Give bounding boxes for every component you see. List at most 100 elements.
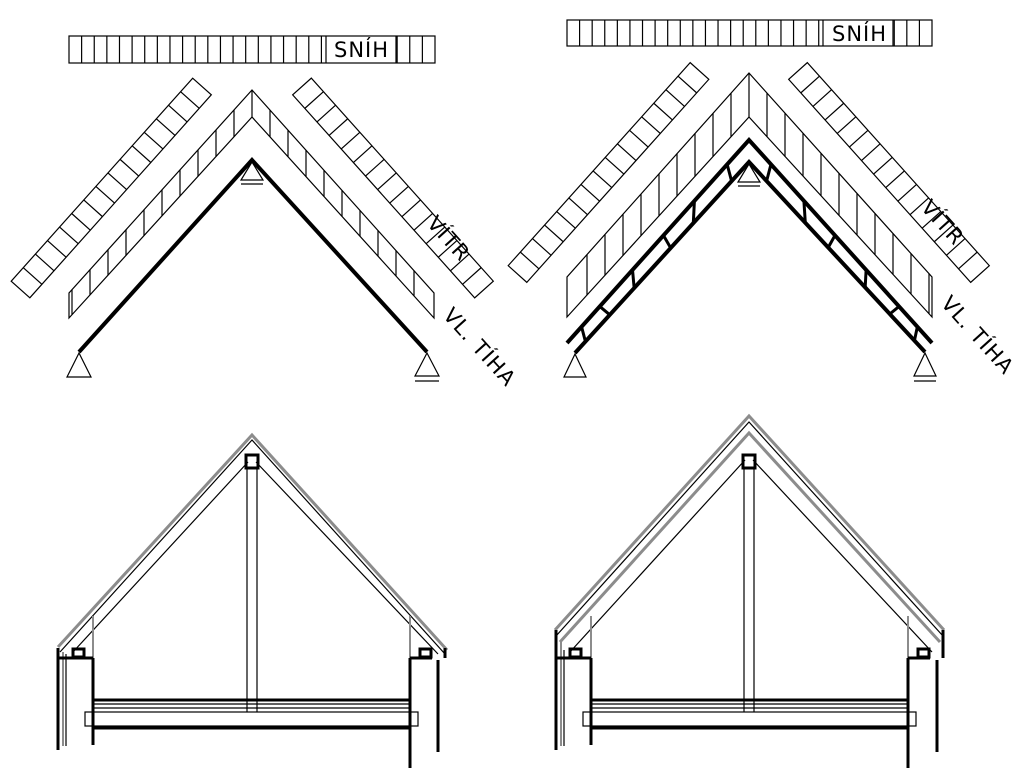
snow-bar-outline [566, 19, 933, 47]
truss-web-member [691, 200, 696, 224]
roller-support-right [414, 351, 440, 382]
wind-hatch-line [616, 143, 637, 161]
roof-cladding [553, 413, 946, 632]
self-weight-load-band [68, 89, 435, 320]
wind-hatch-line [180, 91, 200, 109]
rafter-beam [77, 157, 429, 354]
wind-hatch-line [401, 199, 421, 218]
truss-web-members [580, 163, 919, 342]
wind-hatch-line [437, 240, 458, 258]
wind-hatch-line [316, 104, 336, 123]
wind-load-bar-left [507, 61, 710, 284]
wind-label: VÍTR [422, 211, 475, 266]
wind-hatch-line [425, 226, 446, 245]
section-simple-rafter-roof [56, 432, 449, 768]
wind-hatch-line [59, 226, 79, 245]
wind-hatch-line [592, 170, 613, 189]
wind-hatch-line [131, 145, 152, 163]
wind-hatch-line [168, 104, 188, 123]
wind-bar-outline [787, 61, 991, 284]
wall-plate-left [568, 647, 583, 659]
wind-hatch-line [377, 172, 397, 191]
wind-hatch-line [848, 129, 869, 148]
snow-bar-outline [68, 35, 436, 64]
wind-hatch-line [352, 145, 373, 163]
wind-hatch-line [462, 267, 482, 285]
wind-load-bar-right [787, 61, 991, 284]
truss-top-chord [565, 137, 934, 345]
wind-hatch-line [665, 89, 685, 107]
pinned-support-left [563, 352, 587, 378]
wind-hatch-line [958, 251, 978, 270]
wall-plate-right [916, 647, 931, 659]
wall-plate-left [71, 647, 86, 659]
section-truss-rafter-roof [553, 413, 946, 768]
self-weight-band-outline [68, 89, 435, 320]
wind-hatch-line [836, 116, 857, 134]
wind-hatch-line [580, 184, 601, 202]
wind-bar-outline [291, 77, 495, 299]
wind-hatch-line [450, 253, 470, 272]
wind-hatch-line [800, 75, 820, 94]
rafter-top-edge [59, 439, 446, 655]
wind-hatch-line [83, 199, 103, 218]
roller-support-apex [239, 160, 265, 185]
wind-hatch-line [568, 197, 588, 216]
rafter-bottom-edge-left [72, 461, 249, 653]
rafter-bottom-edge-right [255, 461, 439, 655]
truss-top-edge [555, 421, 944, 637]
wind-hatch-line [604, 156, 625, 175]
wind-hatch-line [119, 158, 140, 177]
truss-web-member [580, 326, 587, 342]
snow-label: SNÍH [334, 37, 389, 62]
truss-web-member [662, 234, 672, 249]
wind-hatch-line [47, 240, 67, 258]
wind-hatch-line [71, 213, 91, 231]
snow-load-bar [566, 19, 933, 47]
self-weight-label: VL. TÍHA [438, 303, 521, 392]
wind-hatch-line [413, 213, 434, 231]
wind-hatch-line [544, 224, 564, 243]
wind-load-bar-right [291, 77, 495, 299]
wind-hatch-line [365, 158, 385, 177]
truss-web-member [802, 200, 807, 223]
truss-inner-chord [558, 430, 942, 644]
wind-hatch-line [861, 143, 881, 161]
wind-hatch-line [653, 102, 673, 121]
truss-bottom-edge-left [569, 459, 746, 653]
wind-hatch-line [143, 131, 164, 150]
wind-hatch-line [909, 197, 930, 216]
wind-bar-outline [507, 61, 710, 284]
roller-support-right [913, 351, 937, 382]
wall-right [408, 648, 447, 768]
wind-bar-outline [10, 77, 213, 299]
roof-cladding [56, 432, 449, 652]
wind-hatch-line [340, 131, 361, 150]
ridge-purlin [741, 453, 757, 470]
wind-hatch-line [921, 211, 942, 229]
wind-hatch-line [22, 267, 43, 285]
wind-hatch-line [519, 251, 540, 270]
wind-load-bar-left [10, 77, 213, 299]
wind-hatch-line [885, 170, 905, 189]
snow-label: SNÍH [832, 21, 887, 46]
truss-web-member [765, 163, 773, 182]
self-weight-label: VL. TÍHA [936, 291, 1019, 380]
pinned-support-left [66, 351, 92, 378]
truss-web-member [888, 305, 901, 316]
truss-web-member [912, 326, 919, 341]
wind-hatch-line [532, 238, 552, 256]
wall-right [906, 630, 945, 768]
roller-support-apex [736, 162, 762, 187]
panel-truss-rafter-loads: SNÍH VÍTR VL. TÍHA [507, 19, 1019, 382]
wind-hatch-line [556, 211, 576, 229]
truss-web-member [826, 234, 837, 249]
snow-load-bar [68, 35, 436, 64]
wind-hatch-line [629, 129, 649, 148]
wind-hatch-line [897, 184, 917, 202]
ceiling-structure [582, 698, 917, 730]
wind-hatch-line [328, 118, 349, 136]
truss-web-member [598, 305, 611, 316]
wind-hatch-line [389, 185, 409, 204]
